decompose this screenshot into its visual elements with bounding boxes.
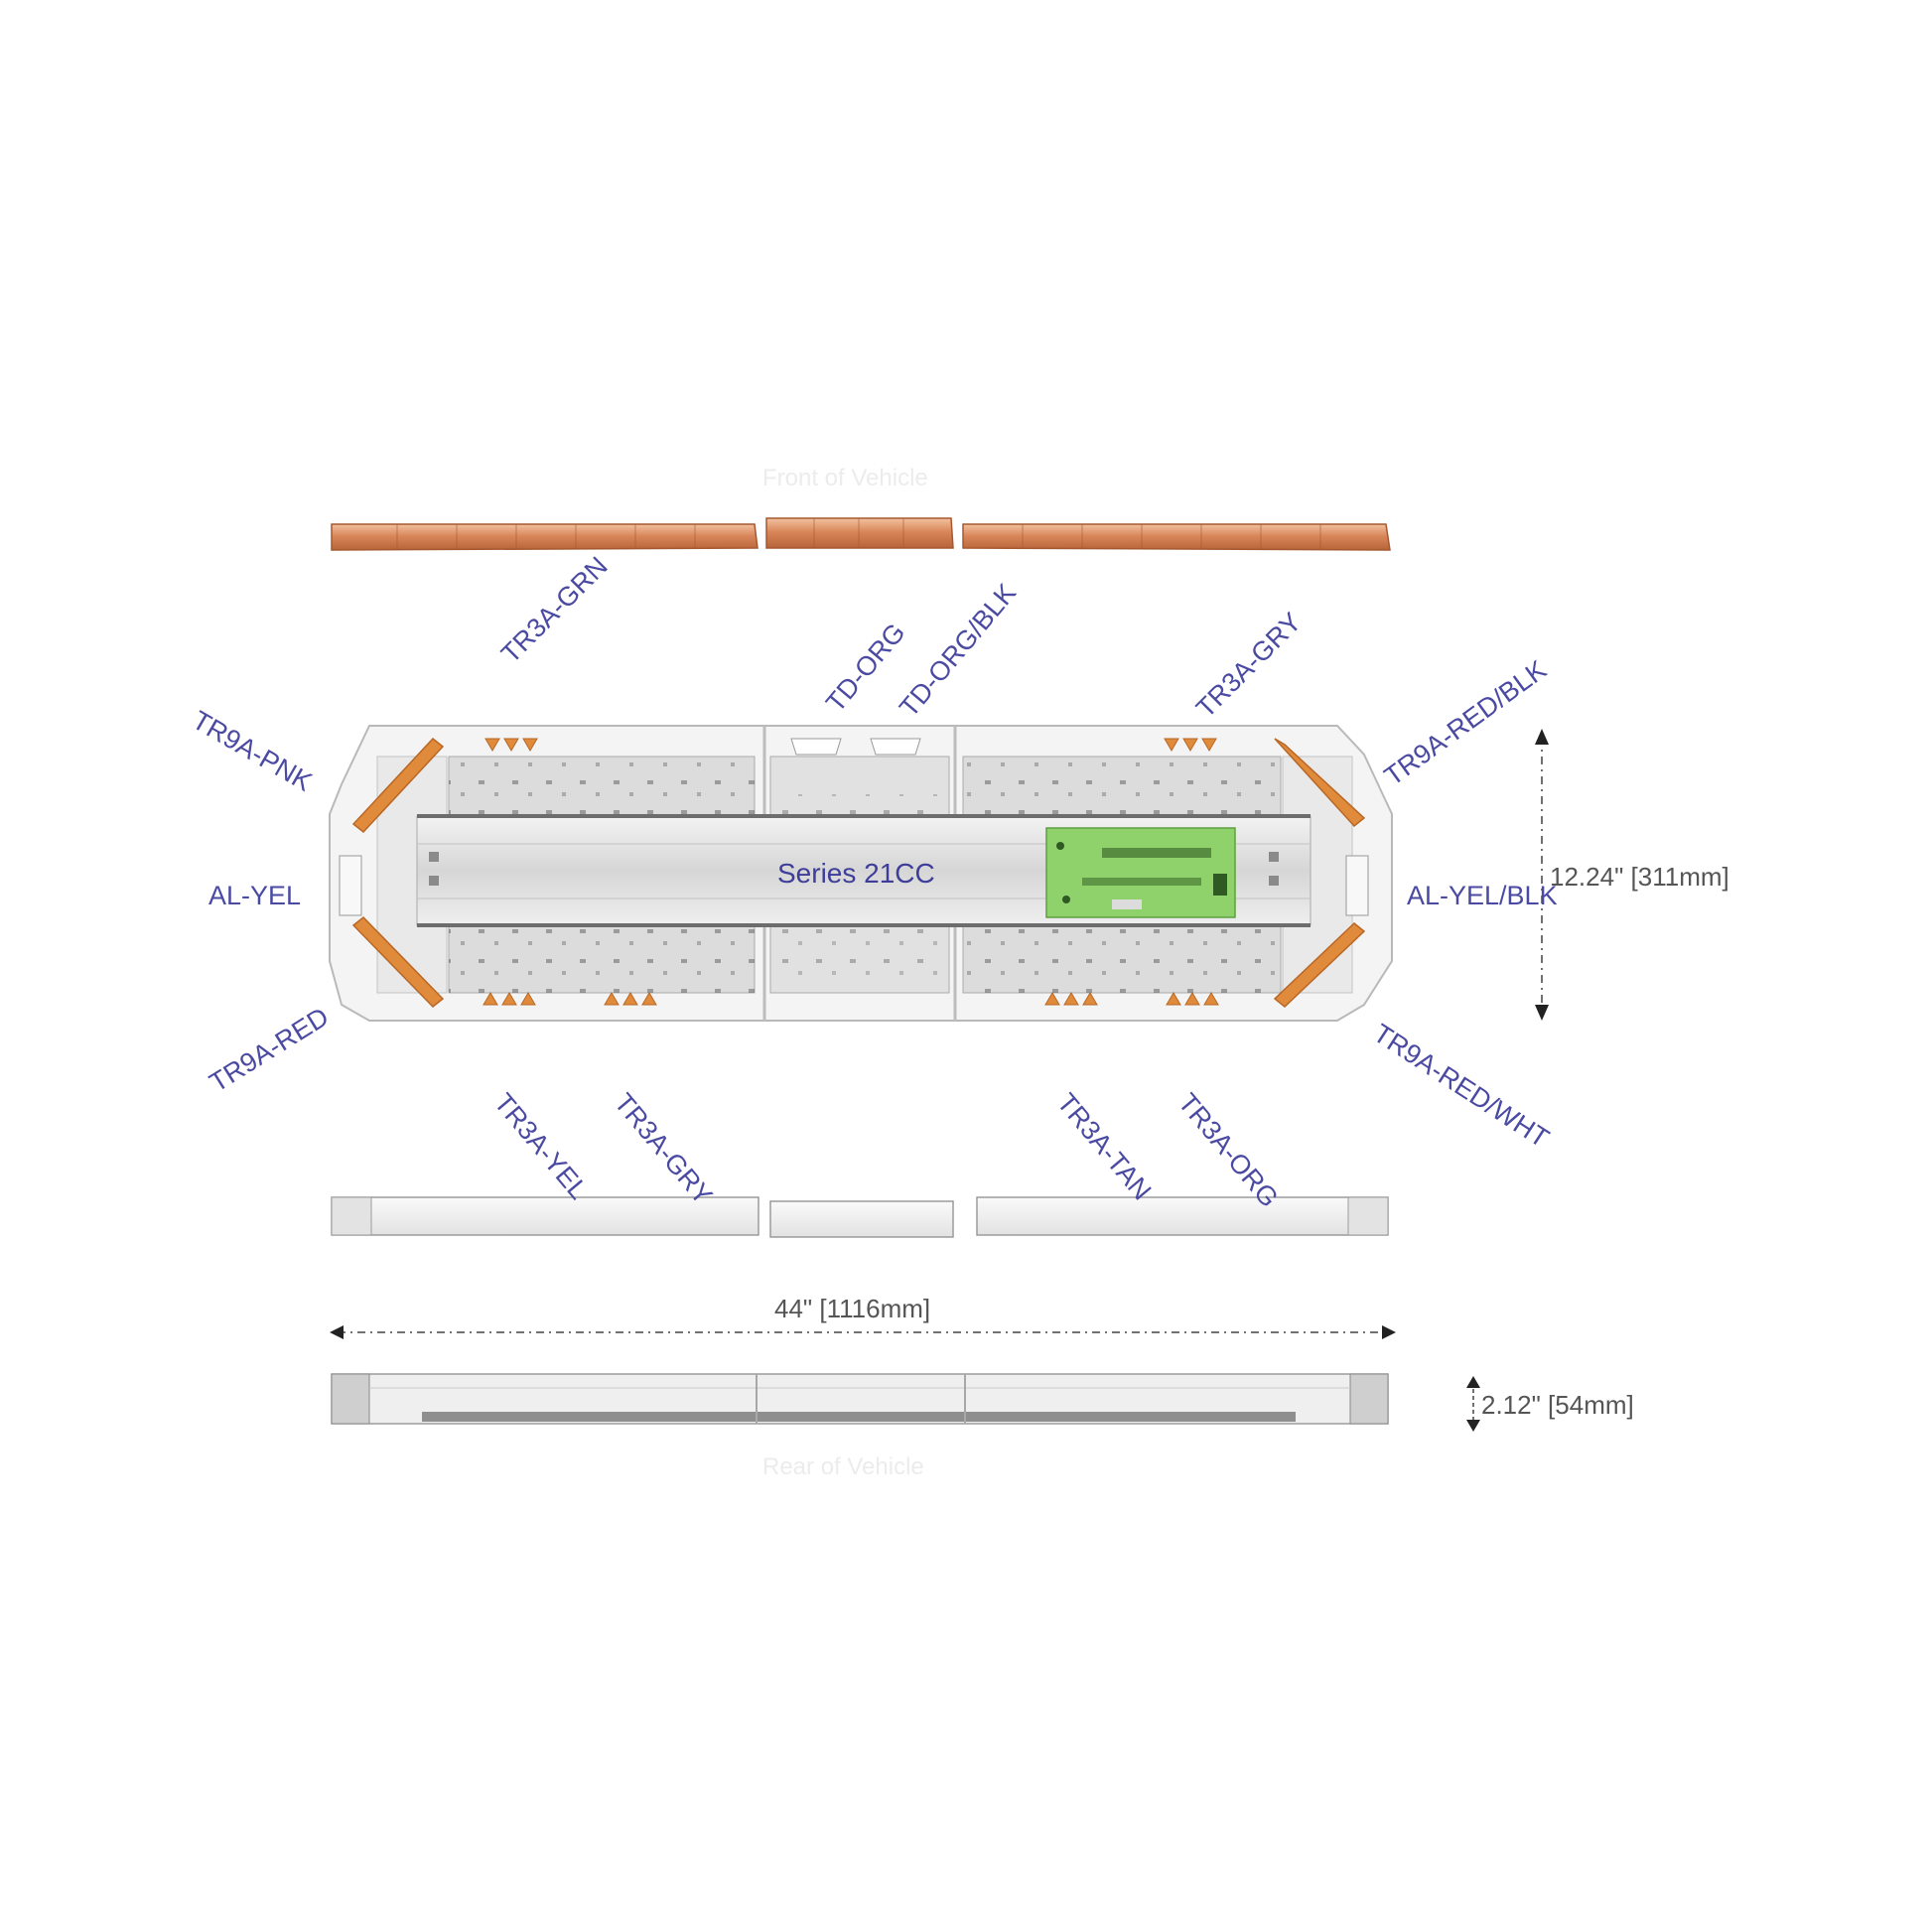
lightbar-top-view <box>329 725 1393 1022</box>
profile-view <box>331 1373 1389 1425</box>
rear-of-vehicle-caption: Rear of Vehicle <box>762 1453 924 1480</box>
length-dimension-label: 44" [1116mm] <box>774 1294 931 1323</box>
depth-dimension-label: 12.24" [311mm] <box>1550 862 1729 892</box>
wire-label-end-right: AL-YEL/BLK <box>1407 881 1558 910</box>
front-lens-profile <box>331 517 1391 551</box>
height-dimension-label: 2.12" [54mm] <box>1481 1390 1634 1420</box>
front-of-vehicle-caption: Front of Vehicle <box>762 465 928 491</box>
side-view-clear <box>331 1196 1389 1238</box>
controller-circuit-board <box>1045 827 1236 918</box>
length-dimension <box>330 1325 1396 1339</box>
depth-dimension <box>1535 729 1549 1021</box>
height-dimension <box>1466 1376 1480 1432</box>
series-label: Series 21CC <box>777 858 935 889</box>
wire-label-end-left: AL-YEL <box>208 881 302 910</box>
